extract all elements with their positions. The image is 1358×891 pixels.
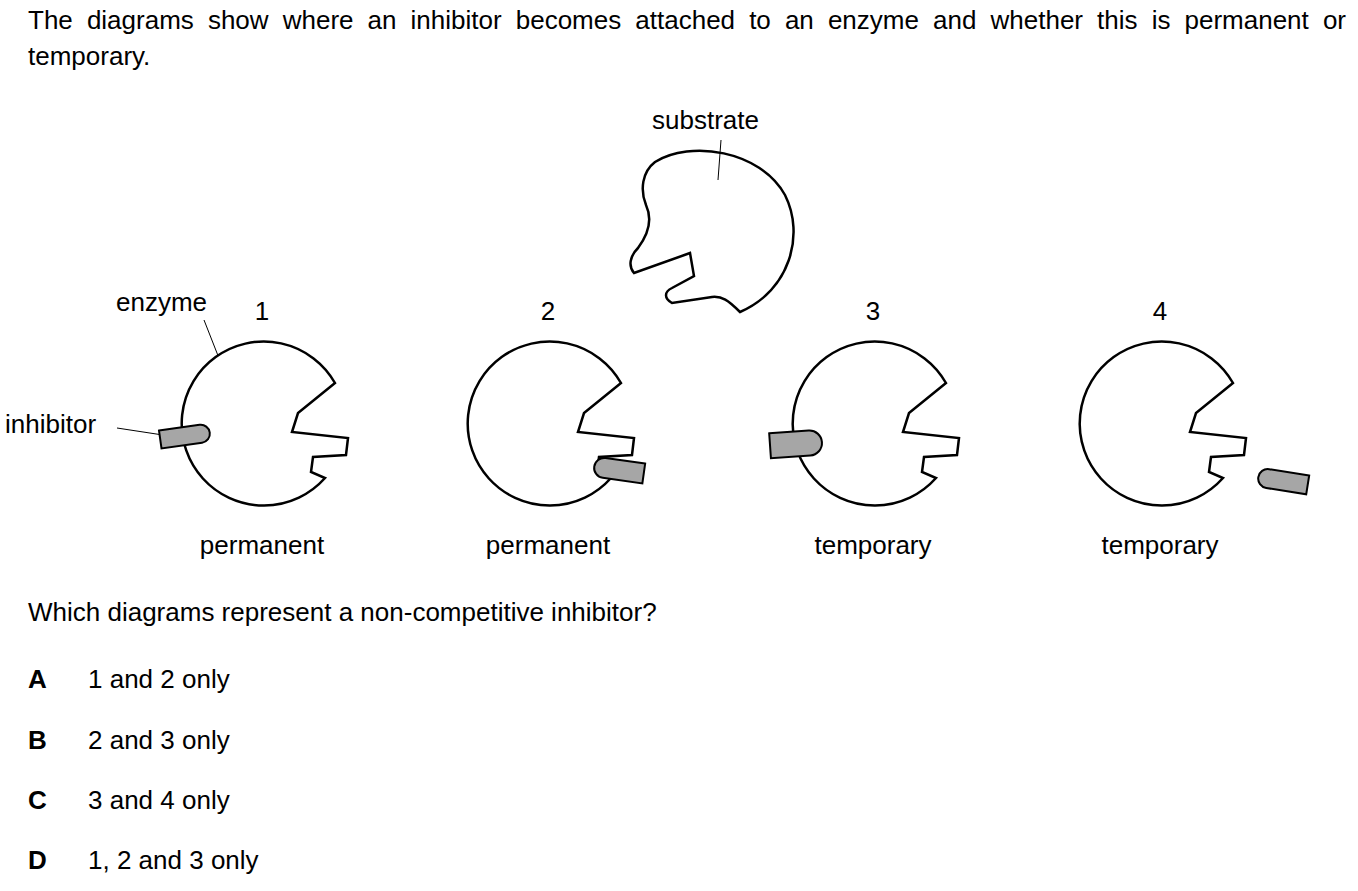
enzyme-drawing	[1050, 294, 1270, 562]
leader-line	[718, 140, 721, 180]
enzyme-figure: 1 permanent	[152, 294, 372, 562]
diagram-number: 1	[152, 296, 372, 326]
substrate-shape	[631, 151, 794, 312]
inhibitor-shape	[593, 457, 645, 484]
inhibitor-shape	[1257, 468, 1309, 495]
question-text: The diagrams show where an inhibitor bec…	[28, 2, 1346, 74]
enzyme-shape	[1080, 342, 1246, 506]
enzyme-drawing	[438, 294, 658, 562]
enzyme-figure: 4 temporary	[1050, 294, 1270, 562]
option-text: 3 and 4 only	[88, 782, 230, 818]
option-letter: D	[28, 842, 47, 878]
diagram-number: 4	[1050, 296, 1270, 326]
enzyme-figure: 3 temporary	[763, 294, 983, 562]
attachment-type: temporary	[763, 530, 983, 560]
part-label: inhibitor	[5, 406, 96, 442]
part-label: substrate	[652, 102, 759, 138]
diagram-number: 2	[438, 296, 658, 326]
part-label: enzyme	[116, 284, 207, 320]
option-text: 2 and 3 only	[88, 722, 230, 758]
question-text: Which diagrams represent a non-competiti…	[28, 594, 657, 630]
option-letter: C	[28, 782, 47, 818]
enzyme-shape	[182, 342, 348, 506]
attachment-type: permanent	[152, 530, 372, 560]
enzyme-figure: 2 permanent	[438, 294, 658, 562]
option-letter: B	[28, 722, 47, 758]
diagram-number: 3	[763, 296, 983, 326]
attachment-type: temporary	[1050, 530, 1270, 560]
option-letter: A	[28, 661, 47, 697]
enzyme-shape	[793, 342, 959, 506]
enzyme-drawing	[763, 294, 983, 562]
option-text: 1, 2 and 3 only	[88, 842, 259, 878]
option-text: 1 and 2 only	[88, 661, 230, 697]
inhibitor-shape	[159, 424, 211, 449]
inhibitor-shape	[769, 430, 823, 459]
attachment-type: permanent	[438, 530, 658, 560]
enzyme-drawing	[152, 294, 372, 562]
enzyme-shape	[468, 342, 634, 506]
